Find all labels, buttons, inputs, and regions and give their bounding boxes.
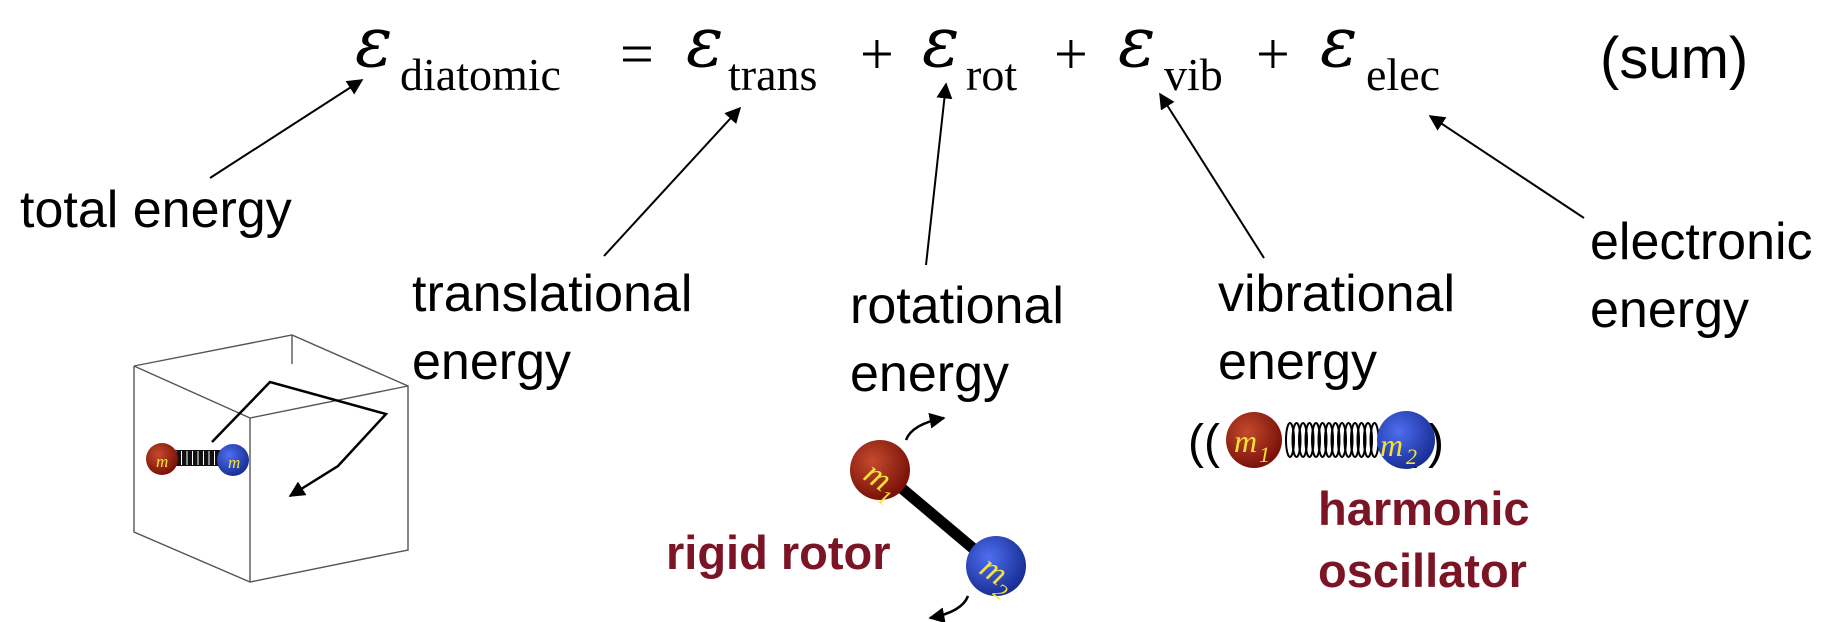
translation-path	[211, 380, 389, 498]
label-osc-line2: oscillator	[1318, 544, 1527, 597]
label-translational-energy: translational energy	[412, 260, 692, 396]
spring-coil	[1330, 422, 1341, 458]
arrow-rot	[925, 82, 953, 266]
label-total-energy: total energy	[20, 176, 292, 244]
osc-m1-sub: 1	[1259, 442, 1270, 467]
spring-coil	[1356, 422, 1367, 458]
spring-coil	[1291, 422, 1302, 458]
spring-coil	[1324, 422, 1334, 458]
spring-coil	[1304, 422, 1315, 458]
label-elec-line1: electronic	[1590, 213, 1813, 271]
epsilon-vib: ε	[1118, 1, 1156, 83]
label-elec-line2: energy	[1590, 281, 1749, 339]
box-m2-label: m	[228, 453, 240, 472]
label-trans-line2: energy	[412, 333, 571, 391]
arrow-vib	[1159, 92, 1265, 259]
arrow-total	[209, 79, 364, 179]
osc-m1-label: m	[1234, 423, 1257, 459]
label-rigid-rotor: rigid rotor	[666, 522, 891, 584]
label-total-text: total energy	[20, 181, 292, 239]
spring-coil	[1285, 422, 1295, 458]
sub-trans: trans	[728, 49, 817, 100]
spring-coil	[1363, 422, 1373, 458]
label-harmonic-oscillator: harmonic oscillator	[1318, 478, 1530, 602]
spring-coil	[1337, 422, 1347, 458]
spring-coil	[1317, 422, 1328, 458]
label-trans-line1: translational	[412, 265, 693, 323]
label-rotational-energy: rotational energy	[850, 272, 1064, 408]
sub-vib: vib	[1164, 49, 1223, 100]
sum-note: (sum)	[1600, 26, 1748, 91]
label-vib-line1: vibrational	[1218, 265, 1456, 323]
box-m1-label: m	[156, 452, 168, 471]
label-rot-line2: energy	[850, 345, 1009, 403]
energy-equation: ε diatomic = ε trans + ε rot + ε vib + ε…	[355, 1, 1748, 100]
label-vib-line2: energy	[1218, 333, 1377, 391]
paren-left: ((	[1188, 416, 1220, 469]
osc-m2-sub: 2	[1406, 444, 1417, 469]
label-rot-line1: rotational	[850, 277, 1064, 335]
label-osc-line1: harmonic	[1318, 482, 1530, 535]
harmonic-oscillator: (( )) m 1 m 2	[1188, 411, 1444, 469]
arrow-elec	[1428, 115, 1585, 219]
translation-box	[133, 334, 409, 583]
arrow-trans	[603, 106, 742, 257]
label-rotor-text: rigid rotor	[666, 526, 891, 579]
sub-rot: rot	[966, 49, 1017, 100]
spring-coil	[1350, 422, 1360, 458]
box-molecule: m m	[146, 443, 249, 476]
label-vibrational-energy: vibrational energy	[1218, 260, 1455, 396]
spring-coil	[1298, 422, 1308, 458]
spring-coil	[1311, 422, 1321, 458]
osc-m2-label: m	[1380, 427, 1403, 463]
sub-diatomic: diatomic	[400, 49, 561, 100]
label-electronic-energy: electronic energy	[1590, 208, 1813, 344]
plus-sign-3: +	[1256, 21, 1290, 87]
epsilon-trans: ε	[686, 1, 724, 83]
epsilon-rot: ε	[922, 1, 960, 83]
rigid-rotor: m 1 m 2	[850, 412, 1026, 622]
spring-coil	[1343, 422, 1354, 458]
equals-sign: =	[620, 21, 654, 87]
epsilon-elec: ε	[1320, 1, 1358, 83]
plus-sign-1: +	[860, 21, 894, 87]
sub-elec: elec	[1366, 49, 1440, 100]
epsilon-total: ε	[355, 1, 393, 83]
plus-sign-2: +	[1054, 21, 1088, 87]
